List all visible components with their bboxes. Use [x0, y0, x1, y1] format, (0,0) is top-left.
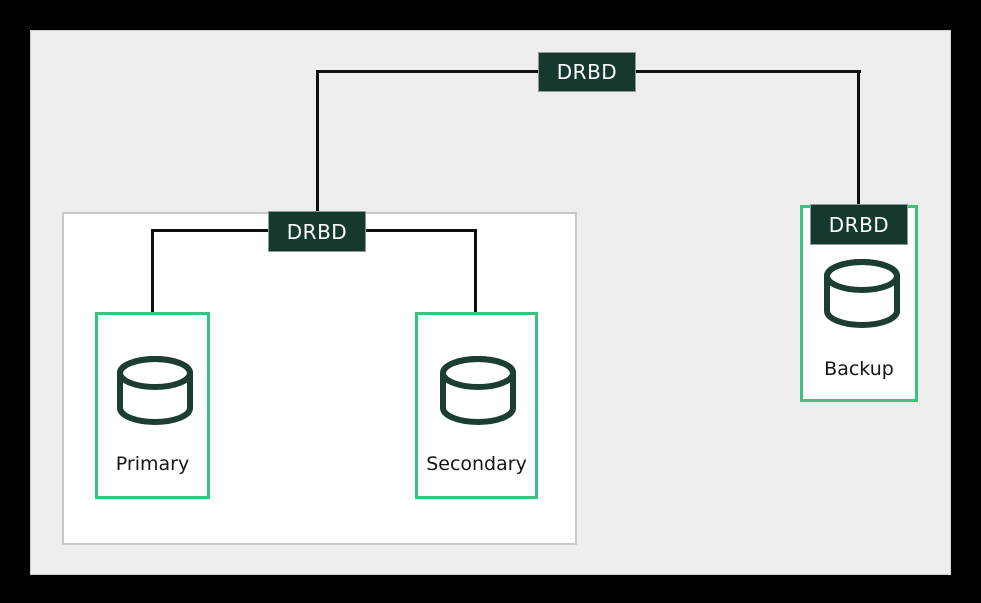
node-secondary-label: Secondary [426, 453, 527, 475]
connector-right-riser [857, 70, 860, 208]
drbd-link-backup[interactable]: DRBD [810, 204, 908, 245]
drbd-link-backup-label: DRBD [828, 212, 890, 237]
database-cylinder-icon [117, 356, 193, 425]
database-cylinder-icon [440, 356, 516, 425]
node-secondary[interactable]: Secondary [415, 312, 538, 499]
node-backup-label: Backup [824, 358, 894, 380]
node-backup[interactable]: Backup [800, 205, 918, 402]
connector-primary-drop [151, 229, 154, 364]
drbd-link-top-label: DRBD [556, 60, 618, 84]
connector-cluster-right-arm [363, 229, 477, 232]
drbd-link-cluster[interactable]: DRBD [268, 211, 366, 252]
drbd-link-cluster-label: DRBD [286, 219, 348, 244]
node-primary[interactable]: Primary [95, 312, 210, 499]
connector-secondary-drop [474, 229, 477, 364]
node-primary-label: Primary [115, 453, 190, 475]
connector-cluster-left-arm [151, 229, 271, 232]
connector-left-riser [316, 70, 319, 215]
database-cylinder-icon [824, 259, 900, 328]
drbd-link-top[interactable]: DRBD [538, 52, 636, 92]
